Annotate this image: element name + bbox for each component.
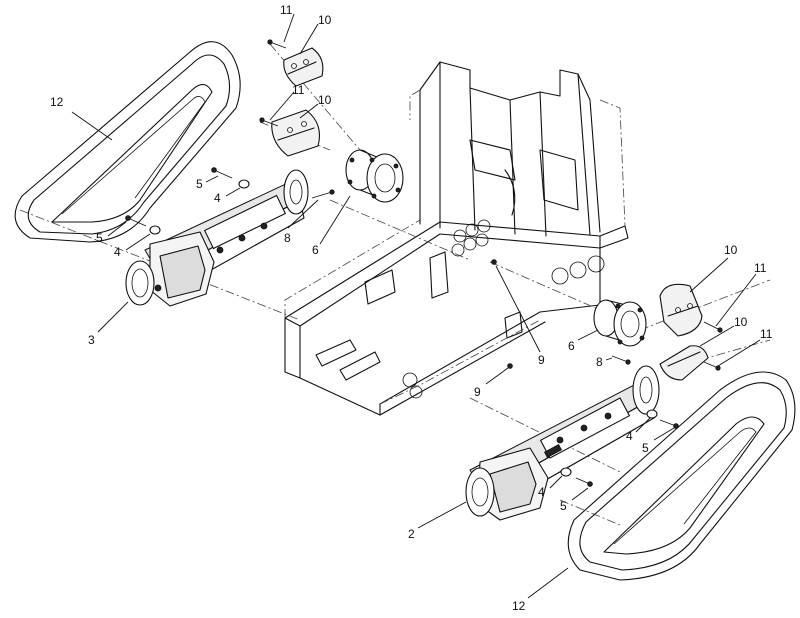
callout-5-upper-a: 5 [196,177,203,191]
sprocket-segments-lower [659,283,723,381]
callout-11-lower-b: 11 [760,327,773,341]
callout-6-lower: 6 [568,339,575,353]
callout-4-upper-b: 4 [114,245,121,259]
callout-labels: 11 10 11 10 12 5 4 5 4 8 6 3 10 11 10 11… [50,3,773,613]
callout-12-upper: 12 [50,95,64,109]
drive-motor-upper [345,149,404,203]
track-belt-lower-right [567,371,796,581]
track-belt-upper-left [14,41,241,243]
callout-5-lower-a: 5 [642,441,649,455]
callout-12-lower: 12 [512,599,526,613]
callout-3: 3 [88,333,95,347]
callout-8-upper: 8 [284,231,291,245]
callout-4-lower-a: 4 [626,429,633,443]
track-frame-lower-right [465,365,660,521]
callout-11-upper-b: 11 [292,83,305,97]
callout-2: 2 [408,527,415,541]
callout-11-lower-a: 11 [754,261,767,275]
callout-10-upper-a: 10 [318,13,332,27]
callout-11-upper-a: 11 [280,3,293,17]
callout-4-upper-a: 4 [214,191,221,205]
callout-10-upper-b: 10 [318,93,332,107]
callout-10-lower-b: 10 [734,315,748,329]
chassis-frame [284,61,629,416]
callout-5-upper-b: 5 [96,231,103,245]
callout-9-a: 9 [538,353,545,367]
fasteners-upper [125,167,335,235]
callout-5-lower-b: 5 [560,499,567,513]
track-frame-upper-left [125,169,309,307]
callout-4-lower-b: 4 [538,485,545,499]
callout-8-lower: 8 [596,355,603,369]
leader-lines [71,13,761,599]
callout-6-upper: 6 [312,243,319,257]
sprocket-segments-upper [259,39,324,157]
callout-9-b: 9 [474,385,481,399]
drive-motor-lower [593,299,647,347]
fasteners-lower [491,259,679,487]
callout-10-lower-a: 10 [724,243,738,257]
